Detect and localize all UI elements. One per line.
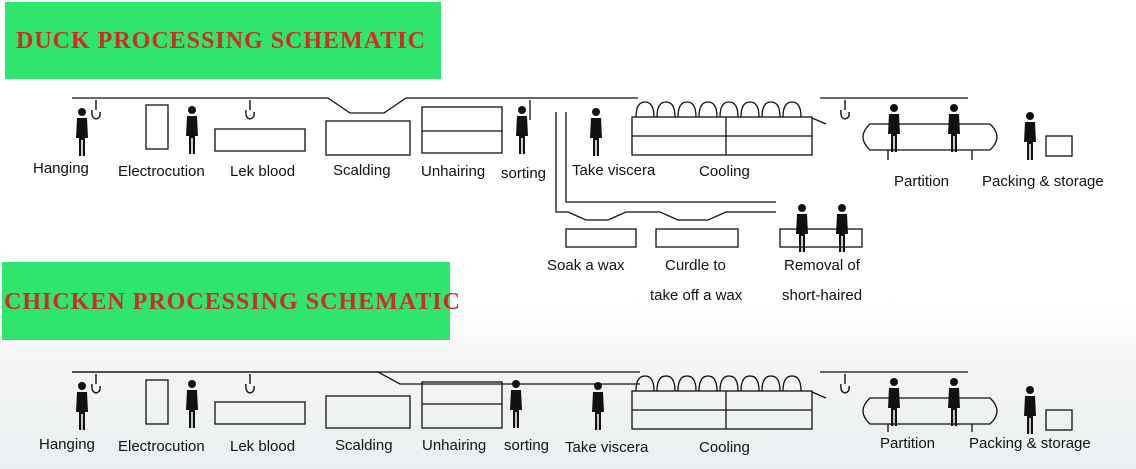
chicken-title-banner <box>2 262 450 340</box>
duck-overhead-rail <box>72 97 638 114</box>
duck-hook-icons <box>91 99 850 120</box>
duck-removal-table <box>779 228 863 248</box>
chicken-cooling-coils <box>635 375 802 392</box>
duck-lek-blood-trough <box>214 128 306 152</box>
duck-scalding-tank <box>325 120 411 156</box>
chicken-label-lek-blood: Lek blood <box>230 438 296 455</box>
chicken-packing-box <box>1045 409 1073 431</box>
chicken-unhairing-machine <box>421 381 503 429</box>
chicken-label-sorting: sorting <box>504 437 550 454</box>
chicken-label-cooling: Cooling <box>699 439 750 456</box>
chicken-scalding-tank <box>325 395 411 429</box>
chicken-label-take-viscera: Take viscera <box>565 439 649 456</box>
chicken-lek-blood-trough <box>214 401 306 425</box>
duck-label-lek-blood: Lek blood <box>230 163 296 180</box>
duck-packing-box <box>1045 135 1073 157</box>
duck-cooling-coils <box>635 101 802 118</box>
duck-label-packing-storage: Packing & storage <box>982 173 1104 190</box>
duck-unhairing-machine <box>421 106 503 154</box>
chicken-label-hanging: Hanging <box>39 436 95 453</box>
duck-label-removal-2: short-haired <box>782 287 863 304</box>
duck-label-take-viscera: Take viscera <box>572 162 656 179</box>
duck-electrocution-box <box>145 104 169 150</box>
duck-wax-branch-line <box>555 112 776 221</box>
duck-title-banner <box>5 2 441 79</box>
chicken-process-line <box>72 371 1073 432</box>
duck-label-cooling: Cooling <box>699 163 750 180</box>
duck-soak-wax-tank <box>565 228 637 248</box>
chicken-label-partition: Partition <box>880 435 936 452</box>
duck-label-sorting: sorting <box>501 165 547 182</box>
chicken-label-packing-storage: Packing & storage <box>969 435 1091 452</box>
duck-label-scalding: Scalding <box>333 162 391 179</box>
duck-process-line <box>72 97 1073 248</box>
chicken-title: CHICKEN PROCESSING SCHEMATIC <box>4 289 461 315</box>
chicken-label-electrocution: Electrocution <box>118 438 205 455</box>
duck-label-curdle-1: Curdle to <box>665 257 726 274</box>
chicken-label-scalding: Scalding <box>335 437 393 454</box>
duck-label-unhairing: Unhairing <box>421 163 486 180</box>
chicken-electrocution-box <box>145 379 169 425</box>
duck-curdle-wax-tank <box>655 228 739 248</box>
duck-label-curdle-2: take off a wax <box>650 287 743 304</box>
duck-partition-conveyor <box>862 123 998 151</box>
duck-label-hanging: Hanging <box>33 160 89 177</box>
duck-label-partition: Partition <box>894 173 950 190</box>
chicken-label-unhairing: Unhairing <box>422 437 487 454</box>
duck-label-removal-1: Removal of <box>784 257 860 274</box>
duck-title: DUCK PROCESSING SCHEMATIC <box>16 28 426 54</box>
chicken-overhead-rail <box>72 371 640 385</box>
duck-label-soak-wax: Soak a wax <box>547 257 625 274</box>
chicken-person-icons <box>76 378 1036 434</box>
duck-label-electrocution: Electrocution <box>118 163 205 180</box>
chicken-partition-conveyor <box>862 397 998 425</box>
